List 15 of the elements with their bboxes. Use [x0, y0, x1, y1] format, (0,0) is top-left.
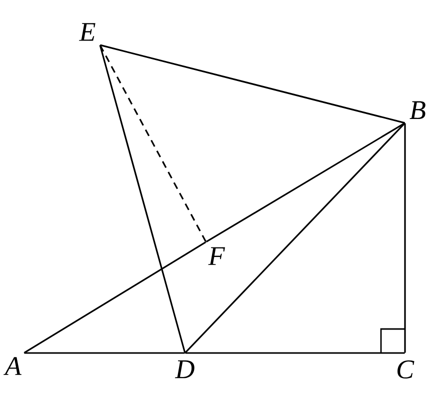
point-label: B	[410, 101, 426, 120]
line-segment	[206, 122, 406, 243]
point-label: C	[398, 360, 414, 379]
line-segment	[24, 352, 185, 354]
point-label: F	[208, 247, 225, 265]
point-label: D	[174, 360, 194, 378]
dashed-line	[99, 44, 207, 242]
line-segment	[184, 122, 406, 354]
line-segment	[404, 123, 406, 353]
point-label: A	[3, 357, 22, 375]
line-segment	[100, 44, 405, 124]
line-segment	[24, 241, 206, 354]
point-label: E	[78, 23, 96, 41]
line-segment	[185, 352, 405, 354]
line-segment	[99, 44, 186, 353]
